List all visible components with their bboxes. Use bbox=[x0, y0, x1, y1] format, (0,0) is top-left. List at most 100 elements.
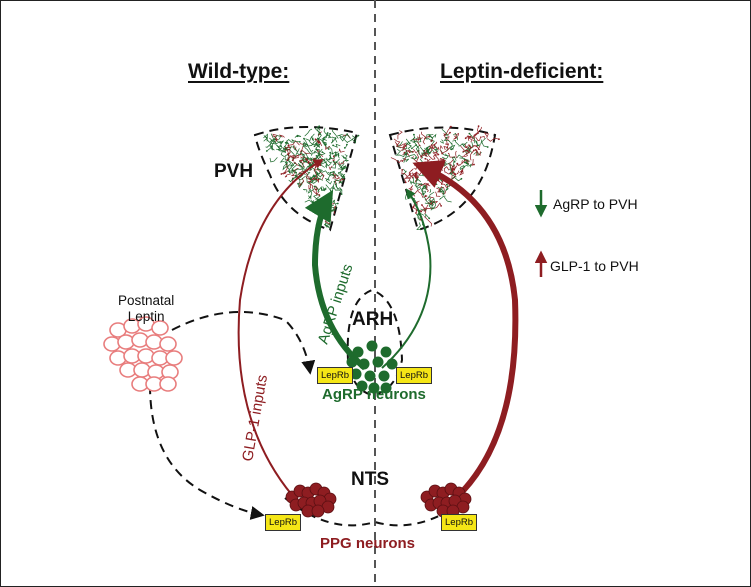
axon-fiber bbox=[415, 200, 420, 207]
axon-fiber bbox=[313, 169, 318, 179]
axon-fiber bbox=[324, 158, 332, 167]
axon-fiber bbox=[402, 168, 407, 176]
axon-fiber bbox=[441, 153, 449, 160]
axon-fiber bbox=[469, 133, 476, 144]
axon-fiber bbox=[415, 180, 422, 187]
axon-bouton bbox=[422, 193, 424, 196]
axon-fiber bbox=[343, 144, 348, 150]
axon-bouton bbox=[498, 138, 500, 141]
axon-fiber bbox=[483, 132, 489, 139]
glp1-projection-wildtype bbox=[237, 158, 324, 496]
axon-bouton bbox=[463, 158, 466, 161]
axon-bouton bbox=[412, 150, 414, 153]
axon-fiber bbox=[308, 184, 312, 190]
axon-fiber bbox=[412, 205, 418, 214]
adipocyte bbox=[159, 336, 177, 352]
axon-bouton bbox=[316, 202, 319, 205]
axon-bouton bbox=[280, 145, 282, 148]
axon-bouton bbox=[450, 125, 452, 128]
axon-bouton bbox=[452, 168, 455, 170]
axon-bouton bbox=[421, 187, 424, 190]
axon-bouton bbox=[336, 202, 339, 205]
axon-fiber bbox=[464, 144, 471, 149]
axon-fiber bbox=[430, 207, 435, 211]
axon-fiber bbox=[338, 181, 343, 184]
axon-fiber bbox=[471, 158, 475, 166]
axon-bouton bbox=[299, 164, 301, 167]
axon-bouton bbox=[446, 183, 448, 186]
axon-fiber bbox=[269, 157, 278, 163]
axon-fiber bbox=[333, 151, 339, 157]
axon-bouton bbox=[332, 160, 335, 163]
axon-fiber bbox=[475, 136, 482, 142]
axon-fiber bbox=[287, 165, 294, 173]
axon-fiber bbox=[307, 143, 314, 153]
agrp-neuron bbox=[356, 380, 368, 392]
axon-fiber bbox=[443, 146, 448, 150]
axon-fiber bbox=[428, 197, 435, 205]
axon-bouton bbox=[334, 137, 337, 140]
axon-fiber bbox=[465, 135, 474, 139]
axon-bouton bbox=[333, 180, 336, 183]
axon-bouton bbox=[456, 162, 459, 165]
glp1-projection-deficient bbox=[412, 160, 519, 495]
axon-fiber bbox=[477, 139, 483, 147]
axon-fiber bbox=[263, 133, 268, 142]
axon-bouton bbox=[298, 141, 301, 143]
axon-bouton bbox=[329, 132, 331, 135]
axon-fiber bbox=[314, 137, 321, 143]
axon-fiber bbox=[443, 126, 452, 136]
axon-fiber bbox=[325, 184, 334, 193]
axon-fiber bbox=[396, 148, 401, 156]
axon-fiber bbox=[313, 178, 319, 184]
leptin-to-nts-arrow bbox=[149, 384, 265, 520]
axon-fiber bbox=[297, 163, 306, 172]
axon-bouton bbox=[401, 160, 404, 162]
axon-fiber bbox=[282, 161, 289, 171]
axon-bouton bbox=[296, 135, 299, 138]
axon-fiber bbox=[305, 133, 315, 142]
axon-fiber bbox=[314, 170, 321, 180]
axon-fiber bbox=[476, 149, 481, 157]
axon-bouton bbox=[329, 215, 331, 218]
axon-fiber bbox=[428, 197, 432, 203]
axon-fiber bbox=[332, 185, 340, 192]
axon-fiber bbox=[424, 196, 434, 201]
axon-bouton bbox=[441, 166, 443, 169]
arh-label: ARH bbox=[352, 309, 394, 330]
axon-fiber bbox=[332, 143, 341, 148]
axon-fiber bbox=[294, 134, 302, 138]
axon-fiber bbox=[323, 136, 328, 141]
agrp-neuron bbox=[346, 356, 358, 368]
axon-fiber bbox=[277, 140, 284, 148]
pvh-outline-right bbox=[388, 126, 497, 232]
adipocyte bbox=[151, 320, 169, 336]
axon-bouton bbox=[450, 148, 453, 151]
axon-fiber bbox=[344, 133, 351, 139]
leprb-badge-arh-left: LepRb bbox=[317, 367, 353, 384]
leptin-to-arh-arrow bbox=[171, 311, 316, 375]
axon-fiber bbox=[459, 168, 464, 174]
axon-fiber bbox=[423, 196, 429, 203]
axon-fiber bbox=[402, 142, 406, 149]
axon-fiber bbox=[467, 136, 473, 143]
axon-fiber bbox=[445, 136, 450, 142]
axon-fiber bbox=[314, 140, 319, 145]
axon-fiber bbox=[333, 205, 337, 215]
axon-fiber bbox=[436, 187, 441, 191]
axon-fiber bbox=[396, 141, 403, 149]
axon-fiber bbox=[279, 134, 285, 138]
axon-bouton bbox=[313, 185, 316, 188]
axon-fiber bbox=[439, 139, 444, 144]
axon-fiber bbox=[328, 154, 337, 161]
axon-fiber bbox=[300, 152, 306, 157]
axon-fiber bbox=[439, 186, 445, 195]
axon-fiber bbox=[393, 138, 401, 146]
axon-fiber bbox=[473, 126, 482, 136]
axon-bouton bbox=[329, 151, 332, 154]
axon-bouton bbox=[288, 171, 291, 174]
axon-fiber bbox=[297, 183, 303, 189]
agrp-neuron-cluster bbox=[346, 340, 398, 394]
axon-fiber bbox=[298, 182, 302, 188]
axon-fiber bbox=[452, 160, 455, 168]
